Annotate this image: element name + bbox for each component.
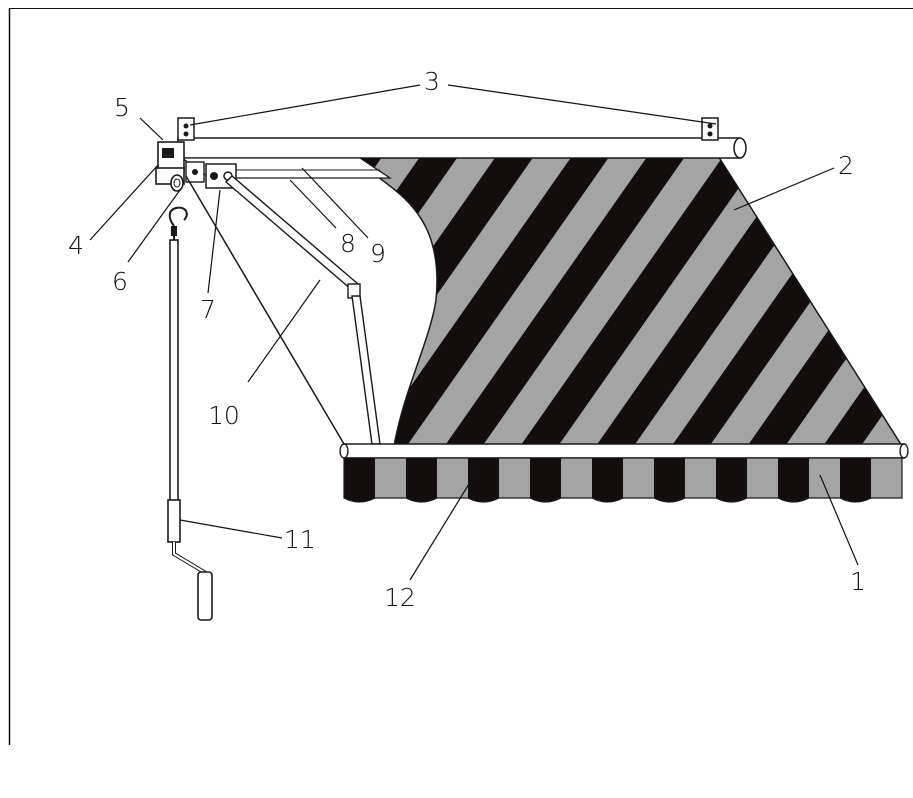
- mounting-bracket-right: [701, 117, 719, 141]
- callout-1: 1: [850, 567, 866, 596]
- valance-stripe: [468, 458, 499, 502]
- valance-stripe: [685, 458, 716, 498]
- callout-6: 6: [112, 267, 128, 296]
- valance-stripe: [778, 458, 809, 502]
- callout-2: 2: [838, 151, 854, 180]
- callout-3: 3: [424, 67, 440, 96]
- valance-stripe: [747, 458, 778, 498]
- valance-stripe: [809, 458, 840, 498]
- callout-12: 12: [384, 583, 416, 612]
- valance-stripe: [344, 458, 375, 502]
- callout-4: 4: [68, 231, 84, 260]
- valance-stripe: [716, 458, 747, 502]
- callout-8: 8: [340, 229, 356, 258]
- callout-11: 11: [284, 525, 316, 554]
- front-bar: [339, 443, 909, 459]
- valance-stripe: [592, 458, 623, 502]
- valance-stripe: [406, 458, 437, 502]
- callout-9: 9: [370, 239, 386, 268]
- valance-stripe: [623, 458, 654, 498]
- callout-labels: 1 2 3 4 5 6 7 8 9 10 11 12: [68, 67, 866, 612]
- valance: [343, 457, 903, 503]
- diagonal-support: [185, 175, 345, 445]
- valance-stripe: [499, 458, 530, 498]
- valance-outline: [343, 457, 903, 503]
- rear-tube: [177, 137, 747, 159]
- valance-stripe: [375, 458, 406, 498]
- valance-stripe: [871, 458, 902, 498]
- valance-stripe: [561, 458, 592, 498]
- crank-handle: [167, 206, 213, 621]
- leader-lines: [89, 84, 859, 581]
- callout-7: 7: [200, 295, 216, 324]
- callout-5: 5: [114, 93, 130, 122]
- gearbox-assembly: [155, 141, 205, 192]
- valance-stripe: [437, 458, 468, 498]
- valance-stripe: [530, 458, 561, 502]
- mounting-bracket-left: [177, 117, 195, 141]
- canopy-fabric: [338, 139, 904, 447]
- folding-arm: [224, 175, 381, 445]
- valance-stripe: [654, 458, 685, 502]
- valance-stripe: [840, 458, 871, 502]
- callout-10: 10: [208, 401, 240, 430]
